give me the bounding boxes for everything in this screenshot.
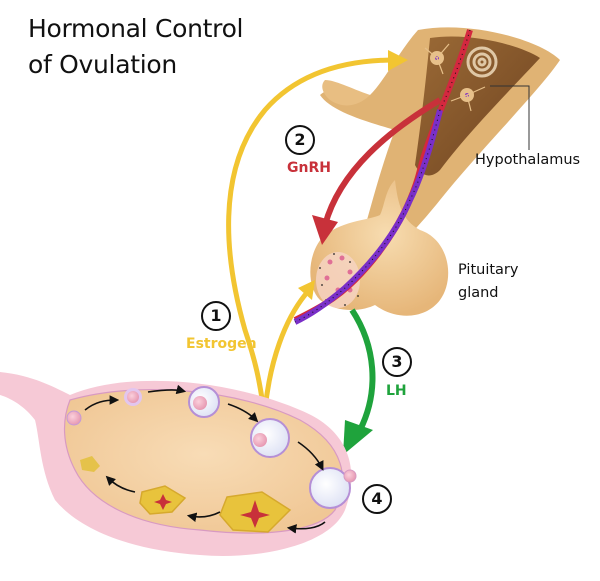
title-line-2: of Ovulation [28,50,177,79]
lh-arrowhead [343,420,373,455]
estrogen-arrowhead-hypothalamus [388,50,408,71]
portal-blood-vessel [293,29,473,325]
hypothalamus-tissue [320,27,560,251]
estrogen-arrowhead-pituitary [298,280,315,300]
neuron-cells [424,43,486,112]
hypothalamus-pointer-line [490,85,530,150]
estrogen-arrows [226,57,398,423]
step-2-badge: 2 [285,125,315,155]
gnrh-arrowhead [312,215,338,245]
gnrh-label: GnRH [287,160,331,176]
title-line-1: Hormonal Control [28,14,244,43]
label-pituitary-line-2: gland [458,285,499,301]
step-1-badge: 1 [201,301,231,331]
estrogen-label: Estrogen [186,336,257,352]
swirl-decoration [466,46,498,78]
gnrh-arrow [322,97,442,226]
corpus-luteum-stages [80,456,292,533]
label-pituitary-line-1: Pituitary [458,262,519,278]
label-hypothalamus: Hypothalamus [475,152,581,168]
step-3-badge: 3 [382,347,412,377]
step-4-badge: 4 [362,484,392,514]
lh-arrow [349,308,376,432]
lh-label: LH [386,383,407,399]
cycle-arrows [84,384,326,534]
follicle-stages [66,386,357,509]
